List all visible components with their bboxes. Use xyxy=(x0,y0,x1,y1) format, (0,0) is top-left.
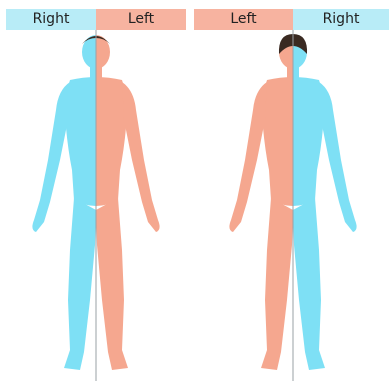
human-body-front-icon xyxy=(0,30,189,381)
back-header: Left Right xyxy=(194,9,389,30)
back-view-panel: Left Right xyxy=(194,0,389,381)
back-header-left-label: Left xyxy=(194,9,293,30)
front-header: Right Left xyxy=(0,9,189,30)
front-header-right-label: Right xyxy=(6,9,96,30)
human-body-back-icon xyxy=(194,30,389,381)
front-view-panel: Right Left xyxy=(0,0,189,381)
front-header-left-label: Left xyxy=(96,9,186,30)
back-header-right-label: Right xyxy=(293,9,389,30)
